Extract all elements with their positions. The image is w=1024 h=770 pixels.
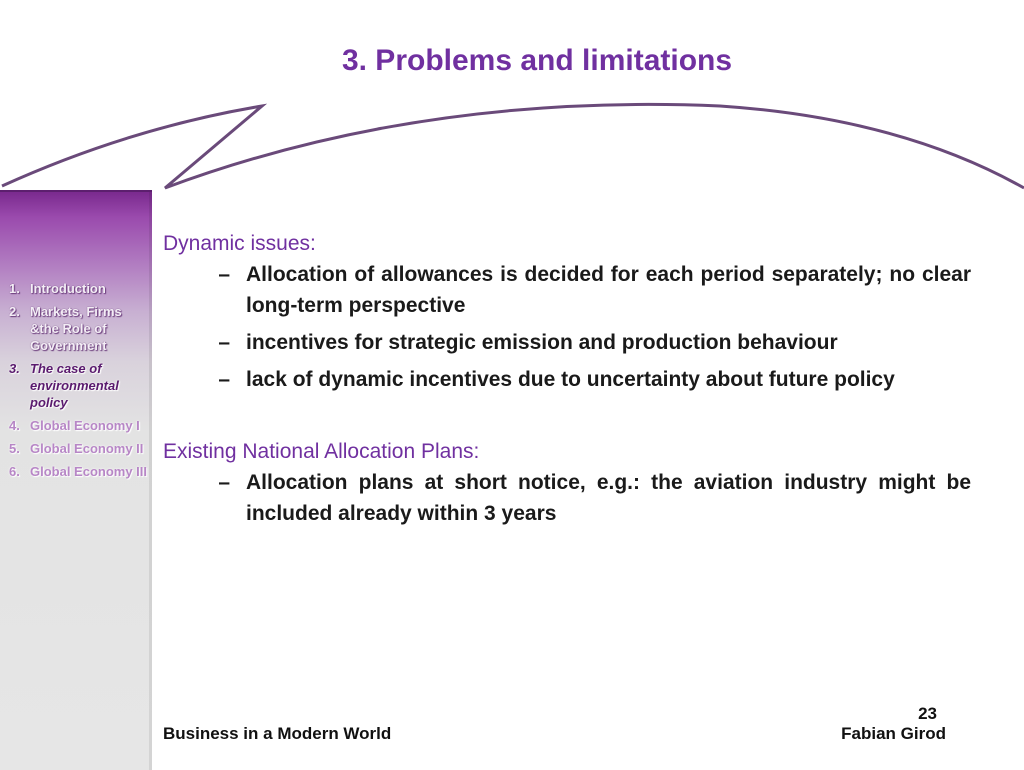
section-heading-existing: Existing National Allocation Plans: (163, 440, 480, 463)
bullet-list-existing: – Allocation plans at short notice, e.g.… (163, 467, 971, 529)
bullet-text: Allocation plans at short notice, e.g.: … (246, 471, 971, 525)
bullet-item: – lack of dynamic incentives due to unce… (163, 364, 971, 395)
sidebar-item-number: 4. (9, 418, 20, 433)
bullet-text: lack of dynamic incentives due to uncert… (246, 368, 895, 391)
dash-marker: – (218, 368, 230, 391)
sidebar-item-global-economy-3[interactable]: 6. Global Economy III (9, 463, 149, 480)
bullet-list-dynamic: – Allocation of allowances is decided fo… (163, 259, 971, 395)
sidebar-item-label: Introduction (30, 281, 106, 296)
footer-author: Fabian Girod (841, 724, 946, 743)
bullet-item: – incentives for strategic emission and … (163, 327, 971, 358)
sidebar-item-environmental-policy[interactable]: 3. The case of environmental policy (9, 360, 149, 411)
sidebar-item-label: The case of environmental policy (30, 361, 119, 410)
sidebar: 1. Introduction 2. Markets, Firms &the R… (0, 190, 152, 770)
section-heading-dynamic: Dynamic issues: (163, 232, 316, 255)
decorative-swoosh (1, 102, 1024, 190)
sidebar-item-global-economy-2[interactable]: 5. Global Economy II (9, 440, 149, 457)
section-spacer (163, 401, 971, 437)
sidebar-item-markets-firms[interactable]: 2. Markets, Firms &the Role of Governmen… (9, 303, 149, 354)
sidebar-item-number: 6. (9, 464, 20, 479)
sidebar-item-label: Global Economy II (30, 441, 144, 456)
bullet-item: – Allocation of allowances is decided fo… (163, 259, 971, 321)
sidebar-item-number: 2. (9, 304, 20, 319)
bullet-text: Allocation of allowances is decided for … (246, 263, 971, 317)
sidebar-item-label: Markets, Firms &the Role of Government (30, 304, 122, 353)
dash-marker: – (218, 263, 230, 286)
sidebar-item-global-economy-1[interactable]: 4. Global Economy I (9, 417, 149, 434)
sidebar-item-label: Global Economy I (30, 418, 140, 433)
slide-title: 3. Problems and limitations (341, 44, 733, 77)
slide-content: Dynamic issues: – Allocation of allowanc… (163, 229, 971, 535)
sidebar-item-introduction[interactable]: 1. Introduction (9, 280, 149, 297)
sidebar-item-number: 5. (9, 441, 20, 456)
bullet-item: – Allocation plans at short notice, e.g.… (163, 467, 971, 529)
sidebar-nav: 1. Introduction 2. Markets, Firms &the R… (9, 280, 149, 486)
bullet-text: incentives for strategic emission and pr… (246, 331, 838, 354)
sidebar-item-label: Global Economy III (30, 464, 148, 479)
dash-marker: – (218, 331, 230, 354)
sidebar-item-number: 1. (9, 281, 20, 296)
footer-course: Business in a Modern World (163, 724, 392, 743)
page-number: 23 (918, 704, 937, 723)
dash-marker: – (218, 471, 230, 494)
sidebar-item-number: 3. (9, 361, 20, 376)
